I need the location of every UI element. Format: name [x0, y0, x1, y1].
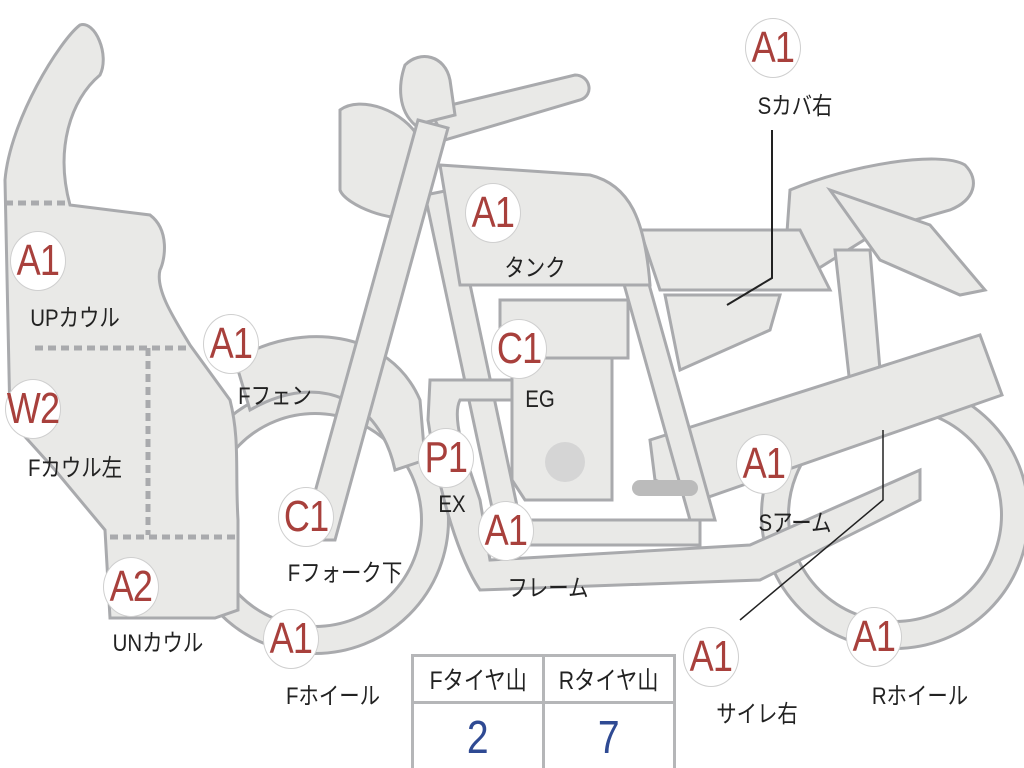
- grade-badge-frame[interactable]: A1: [478, 501, 534, 561]
- tail-shape: [826, 187, 988, 297]
- front-tire-label: Fタイヤ山: [429, 667, 527, 695]
- mirror-shape: [399, 55, 457, 127]
- seat-base-shape: [637, 228, 833, 292]
- grade-text: A1: [16, 236, 60, 285]
- grade-badge-f-fender[interactable]: A1: [203, 314, 259, 374]
- part-label-under-cowl: UNカウル: [112, 630, 204, 657]
- grade-badge-under-cowl[interactable]: A2: [103, 557, 159, 617]
- grade-badge-f-wheel[interactable]: A1: [263, 609, 319, 669]
- part-label-r-wheel: Rホイール: [871, 683, 969, 710]
- rear-tire-value-text: 7: [598, 711, 620, 763]
- front-tire-value: 2: [411, 701, 545, 768]
- grade-text: A1: [751, 23, 795, 72]
- part-label-f-wheel: Fホイール: [285, 683, 381, 710]
- part-label-f-fender: Fフェン: [238, 383, 312, 410]
- grade-badge-engine[interactable]: C1: [491, 319, 547, 379]
- grade-text: A1: [471, 188, 515, 237]
- part-label-f-fork-lower: Fフォーク下: [287, 560, 403, 587]
- grade-text: C1: [496, 324, 542, 373]
- fairing-shape: [3, 23, 240, 620]
- rear-tire-value: 7: [542, 701, 676, 768]
- grade-badge-f-cowl-left[interactable]: W2: [5, 379, 61, 439]
- handlebar-shape: [427, 73, 591, 142]
- part-label-s-cover-right: Sカバ右: [757, 93, 833, 120]
- grade-text: A1: [689, 632, 733, 681]
- grade-badge-tank[interactable]: A1: [465, 183, 521, 243]
- grade-text: A1: [484, 506, 528, 555]
- grade-text: C1: [283, 492, 329, 541]
- grade-text: A1: [742, 439, 786, 488]
- grade-badge-up-cowl[interactable]: A1: [10, 231, 66, 291]
- part-label-up-cowl: UPカウル: [30, 305, 120, 332]
- part-label-exhaust: EX: [438, 491, 466, 518]
- grade-text: A1: [852, 612, 896, 661]
- part-label-frame: フレーム: [507, 575, 589, 602]
- grade-badge-silencer-right[interactable]: A1: [683, 627, 739, 687]
- side-cover-shape: [663, 293, 782, 373]
- grade-text: A1: [209, 319, 253, 368]
- exhaust-shape: [426, 378, 922, 592]
- grade-text: P1: [424, 433, 468, 482]
- grade-text: A1: [269, 614, 313, 663]
- tire-tread-table: Fタイヤ山 Rタイヤ山 2 7: [411, 654, 676, 768]
- engine-block-shape: [510, 356, 614, 502]
- part-label-tank: タンク: [504, 255, 566, 282]
- rear-tire-label: Rタイヤ山: [559, 667, 659, 695]
- part-label-f-cowl-left: Fカウル左: [27, 455, 123, 482]
- front-tire-header: Fタイヤ山: [411, 654, 545, 704]
- grade-text: W2: [6, 384, 60, 433]
- part-label-engine: EG: [525, 386, 555, 413]
- rear-tire-header: Rタイヤ山: [542, 654, 676, 704]
- part-label-swing-arm: Sアーム: [758, 510, 832, 537]
- grade-badge-f-fork-lower[interactable]: C1: [278, 487, 334, 547]
- grade-text: A2: [109, 562, 153, 611]
- grade-badge-s-cover-right[interactable]: A1: [745, 18, 801, 78]
- grade-badge-swing-arm[interactable]: A1: [736, 434, 792, 494]
- front-tire-value-text: 2: [467, 711, 489, 763]
- grade-badge-exhaust[interactable]: P1: [418, 428, 474, 488]
- grade-badge-r-wheel[interactable]: A1: [846, 607, 902, 667]
- part-label-silencer-right: サイレ右: [716, 701, 798, 728]
